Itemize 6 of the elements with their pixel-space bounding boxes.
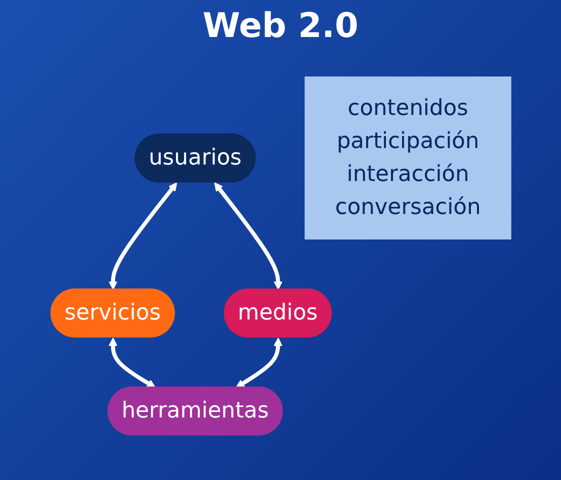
arrow [108,182,177,290]
arrow [108,338,156,388]
node-box: contenidos participación interacción conversación [304,76,511,240]
arrow [214,182,282,290]
arrow [235,338,282,388]
title: Web 2.0 [202,6,360,46]
